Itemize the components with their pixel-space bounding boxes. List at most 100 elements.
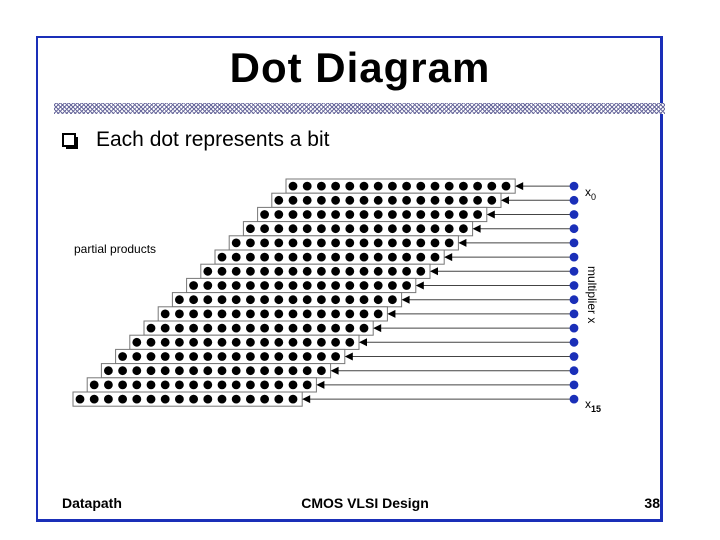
bit-dot <box>231 266 241 276</box>
bit-dot <box>288 195 298 205</box>
arrow-head-icon <box>444 253 453 262</box>
bit-dot <box>317 210 326 219</box>
bit-dot <box>373 181 383 191</box>
bit-dot <box>359 252 369 262</box>
arrow-head-icon <box>387 309 396 318</box>
bit-dot <box>444 210 454 219</box>
bit-dot <box>345 210 355 219</box>
bit-dot <box>373 195 383 205</box>
bit-dot <box>459 210 468 219</box>
bit-dot <box>373 252 383 262</box>
bit-dot <box>231 238 241 248</box>
footer-page-number: 38 <box>644 495 660 511</box>
bit-dot <box>260 323 269 333</box>
bit-dot <box>444 181 454 191</box>
bit-dot <box>430 195 440 205</box>
bit-dot <box>302 337 312 347</box>
bit-dot <box>302 266 312 276</box>
bit-dot <box>288 181 298 191</box>
bit-dot <box>175 309 184 319</box>
bit-dot <box>416 181 426 191</box>
multiplier-bit-dot <box>569 181 579 191</box>
bit-dot <box>203 281 213 290</box>
bit-dot <box>302 295 312 305</box>
bit-dot <box>487 181 497 191</box>
bit-dot <box>274 281 284 290</box>
bit-dot <box>331 181 340 191</box>
bit-dot <box>189 281 199 290</box>
bit-dot <box>160 366 170 376</box>
bit-dot <box>132 337 142 347</box>
bit-dot <box>246 266 255 276</box>
bit-dot <box>416 238 426 248</box>
multiplier-bit-dot <box>569 309 579 319</box>
bit-dot <box>416 195 426 205</box>
bit-dot <box>331 266 340 276</box>
bit-dot <box>473 181 482 191</box>
bit-dot <box>189 309 199 319</box>
bit-dot <box>288 266 298 276</box>
bit-dot <box>260 238 269 248</box>
bit-dot <box>388 238 397 248</box>
arrow-head-icon <box>359 338 367 347</box>
bit-dot <box>373 238 383 248</box>
bit-dot <box>274 224 284 234</box>
bit-dot <box>345 195 355 205</box>
bit-dot <box>231 380 241 390</box>
bit-dot <box>288 380 298 390</box>
multiplier-bit-dot <box>569 266 579 276</box>
bit-dot <box>260 352 269 361</box>
bit-dot <box>359 238 369 248</box>
bit-dot <box>260 380 269 390</box>
x0-label: x0 <box>585 185 596 202</box>
bit-dot <box>260 266 269 276</box>
bit-dot <box>430 238 440 248</box>
bit-dot <box>246 380 255 390</box>
arrow-head-icon <box>344 352 353 361</box>
bit-dot <box>388 224 397 234</box>
bit-dot <box>302 309 312 319</box>
bit-dot <box>317 195 326 205</box>
bit-dot <box>260 281 269 290</box>
bit-dot <box>260 337 269 347</box>
bit-dot <box>246 394 255 404</box>
bit-dot <box>118 366 127 376</box>
bit-dot <box>104 366 113 376</box>
bit-dot <box>203 337 213 347</box>
bit-dot <box>246 238 255 248</box>
bit-dot <box>260 394 269 404</box>
bit-dot <box>203 323 213 333</box>
bit-dot <box>288 352 298 361</box>
bit-dot <box>246 366 255 376</box>
bit-dot <box>231 394 241 404</box>
bit-dot <box>345 337 355 347</box>
bit-dot <box>359 281 369 290</box>
bit-dot <box>274 394 284 404</box>
bit-dot <box>473 195 482 205</box>
bit-dot <box>246 281 255 290</box>
bit-dot <box>444 224 454 234</box>
bit-dot <box>331 309 340 319</box>
bit-dot <box>189 366 199 376</box>
bit-dot <box>288 337 298 347</box>
bit-dot <box>302 352 312 361</box>
bit-dot <box>189 394 199 404</box>
bit-dot <box>274 337 284 347</box>
bit-dot <box>217 309 227 319</box>
bit-dot <box>160 323 170 333</box>
multiplier-bit-dot <box>569 323 579 333</box>
bit-dot <box>160 352 170 361</box>
arrow-head-icon <box>458 238 467 247</box>
bit-dot <box>288 366 298 376</box>
bit-dot <box>388 266 397 276</box>
bit-dot <box>359 266 369 276</box>
bit-dot <box>331 252 340 262</box>
bit-dot <box>175 352 184 361</box>
multiplier-bit-dot <box>569 295 579 305</box>
bit-dot <box>231 295 241 305</box>
multiplier-bit-dot <box>569 394 579 404</box>
bit-dot <box>288 295 298 305</box>
bit-dot <box>302 323 312 333</box>
bit-dot <box>203 394 213 404</box>
